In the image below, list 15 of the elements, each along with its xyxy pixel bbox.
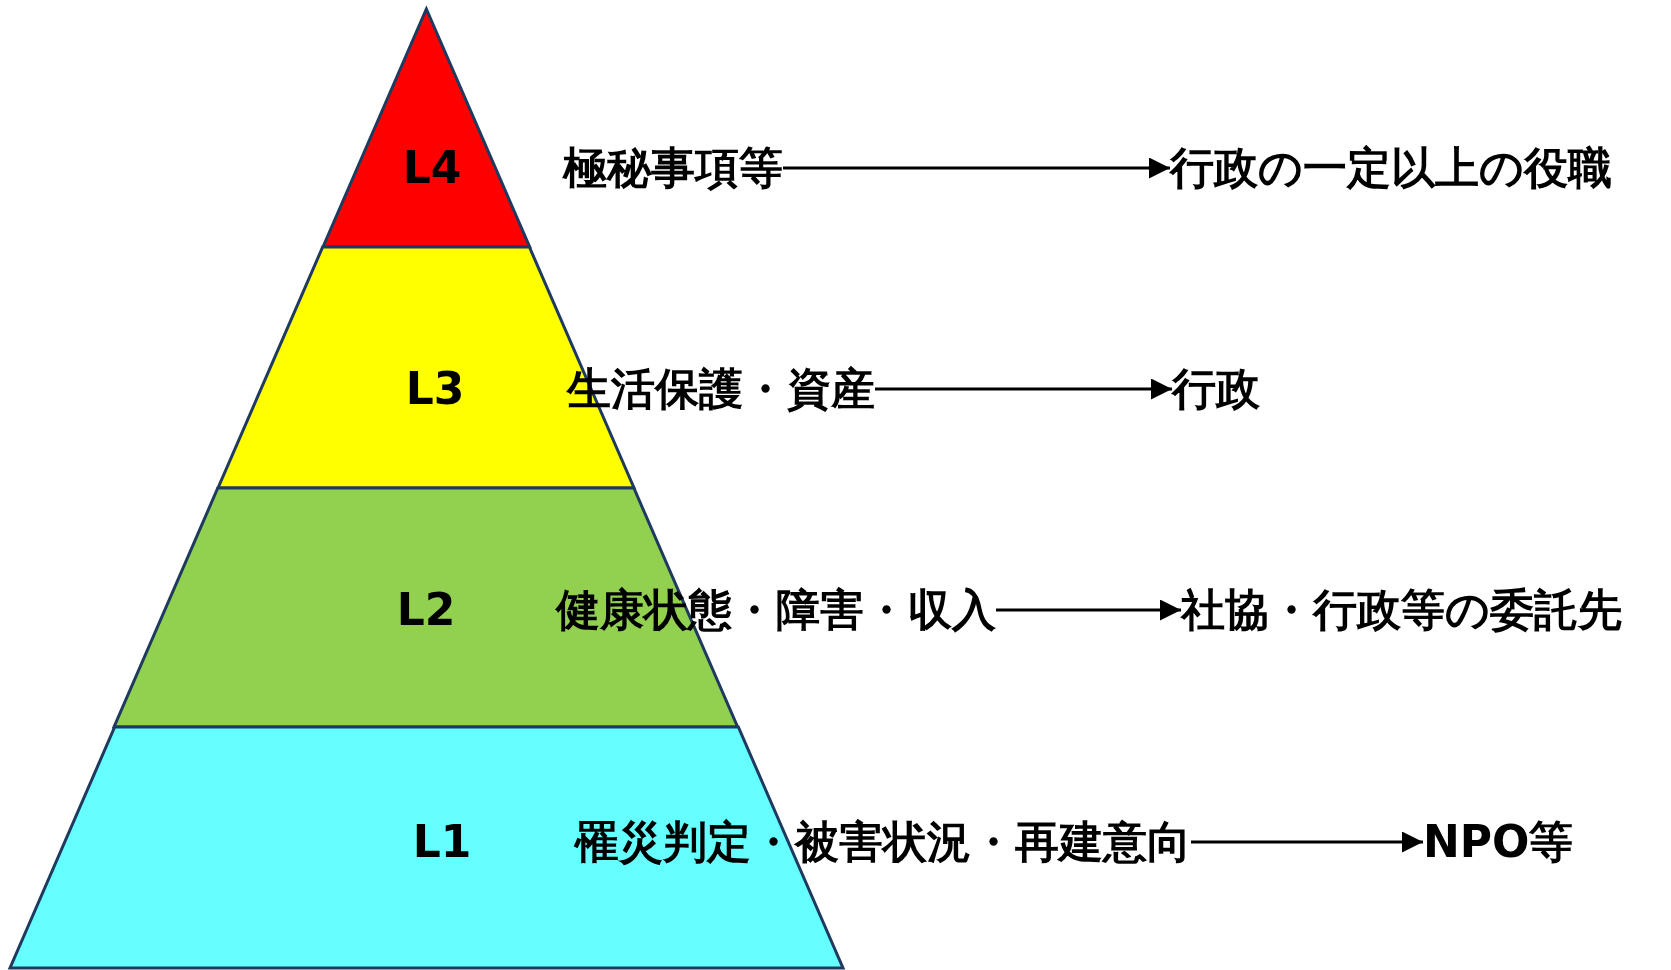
info-text: 社協・行政等の委託先	[1181, 585, 1622, 635]
info-text: NPO等	[1423, 817, 1574, 867]
arrow	[875, 378, 1172, 400]
arrow	[783, 157, 1170, 179]
info-text: 行政	[1172, 364, 1260, 414]
level-label: L3	[405, 364, 465, 414]
info-text: 行政の一定以上の役職	[1170, 143, 1612, 193]
arrow	[1191, 831, 1423, 853]
level-label: L2	[396, 585, 456, 635]
arrow	[996, 599, 1181, 621]
info-text: 健康状態・障害・収入	[556, 585, 996, 635]
pyramid-tier	[114, 488, 738, 727]
level-label: L4	[402, 143, 462, 193]
info-text: 極秘事項等	[563, 143, 783, 193]
level-label: L1	[412, 817, 472, 867]
